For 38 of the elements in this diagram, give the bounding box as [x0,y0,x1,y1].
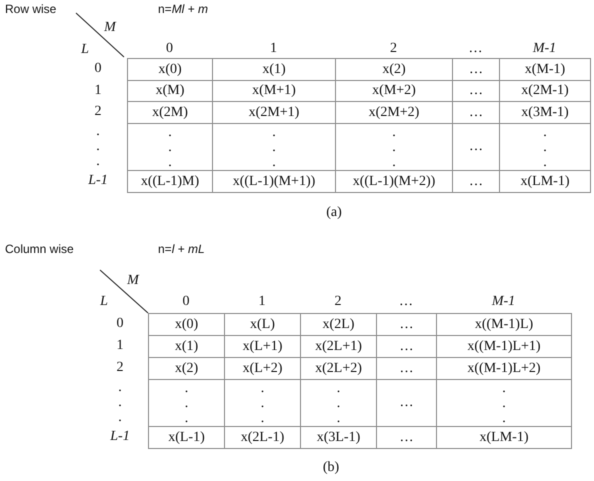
table-cell: x(LM-1) [499,170,591,193]
row-header: 0 [94,61,102,77]
figure-caption: (b) [322,460,340,476]
table-cell: x((L-1)M) [127,170,213,193]
column-header: … [468,41,484,57]
column-header: M-1 [532,41,558,57]
column-header: M-1 [490,294,516,310]
row-header: 2 [116,360,124,376]
column-header: 0 [182,294,190,310]
table-cell: x(M-1) [499,58,591,81]
panel-title: Row wise [5,1,58,17]
formula: n=l + mL [158,241,206,257]
row-header: 2 [94,104,102,120]
row-header: . . . [95,124,101,169]
column-header: 2 [334,294,342,310]
column-header: … [398,294,414,310]
axis-label: L [99,294,109,310]
table-cell: x((M-1)L) [436,313,572,336]
row-header: 1 [94,83,102,99]
axis-label: M [103,20,118,36]
table-cell: x(0) [127,58,213,81]
panel-title: Column wise [5,241,75,257]
row-header: 1 [116,338,124,354]
column-header: 0 [165,41,174,57]
row-header: L-1 [87,173,109,189]
column-header: 1 [269,41,278,57]
formula: n=Ml + m [158,1,210,17]
row-header: . . . [117,380,123,425]
column-header: 1 [258,294,266,310]
table-cell: x(0) [148,313,225,336]
row-header: L-1 [109,429,131,445]
figure-caption: (a) [325,205,343,221]
axis-label: L [80,42,90,58]
table-cell: x(L-1) [148,426,225,449]
table-cell: x(LM-1) [436,426,572,449]
axis-label: M [126,273,140,289]
row-header: 0 [116,316,124,332]
column-header: 2 [389,41,398,57]
